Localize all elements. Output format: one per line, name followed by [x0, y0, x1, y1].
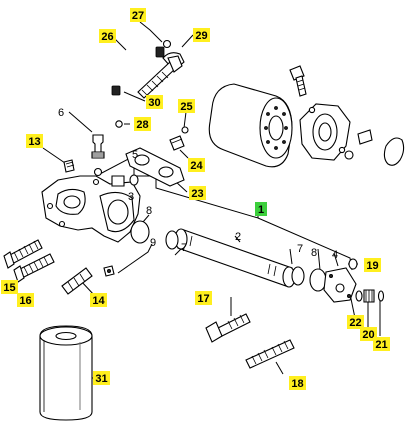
callout-21: 21	[373, 337, 390, 351]
callout-24: 24	[188, 158, 205, 172]
part-8-oring-left	[130, 220, 150, 244]
part-14-stud	[61, 267, 93, 295]
svg-text:9: 9	[150, 237, 156, 249]
part-4-end-cap	[323, 267, 357, 303]
part-28-washer	[115, 120, 123, 128]
callout-26: 26	[99, 29, 116, 43]
svg-text:1: 1	[258, 204, 264, 216]
svg-text:5: 5	[132, 149, 138, 161]
svg-text:13: 13	[28, 136, 40, 148]
callout-6: 6	[58, 107, 64, 119]
svg-text:8: 8	[311, 247, 317, 259]
svg-text:19: 19	[366, 260, 378, 272]
part-18-stud	[245, 339, 295, 369]
callout-8-right: 8	[311, 247, 317, 259]
svg-text:21: 21	[375, 339, 387, 351]
callout-23: 23	[189, 186, 206, 200]
callout-4: 4	[332, 249, 338, 261]
callout-13: 13	[26, 134, 43, 148]
svg-text:27: 27	[132, 10, 144, 22]
callout-2: 2	[235, 231, 241, 243]
part-24-bolt	[169, 135, 185, 151]
svg-text:22: 22	[349, 317, 361, 329]
callout-15: 15	[1, 280, 18, 294]
svg-text:15: 15	[3, 282, 15, 294]
callout-8-left: 8	[146, 205, 152, 217]
callout-25: 25	[178, 99, 195, 113]
callout-16: 16	[17, 293, 34, 307]
part-5-seal	[129, 174, 139, 186]
callout-3: 3	[128, 191, 134, 203]
callout-17: 17	[195, 291, 212, 305]
part-6-fitting	[91, 134, 105, 177]
svg-text:7: 7	[297, 243, 303, 255]
part-27-clip	[162, 39, 172, 49]
part-20-plug	[363, 289, 375, 303]
svg-text:28: 28	[136, 119, 148, 131]
callout-9: 9	[150, 237, 156, 249]
part-17-bolt	[205, 313, 251, 343]
callout-20: 20	[360, 327, 377, 341]
svg-text:14: 14	[92, 295, 105, 307]
svg-text:8: 8	[146, 205, 152, 217]
adapter-gasket	[383, 137, 405, 166]
callout-27: 27	[130, 8, 146, 22]
part-21-washer	[377, 290, 385, 302]
svg-text:16: 16	[19, 295, 31, 307]
svg-text:24: 24	[190, 160, 203, 172]
part-22-washer	[355, 290, 363, 302]
part-19-oring	[348, 258, 358, 270]
adapter-small-fitting	[344, 129, 373, 160]
svg-text:4: 4	[332, 249, 338, 261]
part-30-bolt	[137, 55, 183, 99]
callout-19: 19	[364, 258, 381, 272]
callout-31: 31	[93, 371, 110, 385]
svg-text:31: 31	[95, 373, 107, 385]
part-31-filter	[39, 325, 93, 421]
part-15-bolt	[3, 239, 43, 269]
callout-14: 14	[90, 293, 107, 307]
svg-text:30: 30	[148, 97, 160, 109]
svg-text:23: 23	[191, 188, 203, 200]
part-3-filter-head	[41, 175, 141, 243]
svg-text:20: 20	[362, 329, 374, 341]
part-25-washer	[181, 126, 189, 134]
part-9-screw	[103, 265, 115, 277]
part-2-cooler	[174, 228, 296, 288]
filter-cartridge-top	[208, 83, 293, 168]
callout-18: 18	[289, 376, 306, 390]
svg-text:7: 7	[181, 242, 187, 254]
filter-adapter-plate	[299, 103, 351, 161]
part-7-oring-right	[291, 266, 305, 286]
svg-text:18: 18	[291, 378, 303, 390]
callout-7-left: 7	[181, 242, 187, 254]
svg-text:3: 3	[128, 191, 134, 203]
adapter-stud	[289, 65, 307, 97]
callout-5: 5	[132, 149, 138, 161]
svg-text:29: 29	[195, 30, 207, 42]
part-13-screw	[63, 159, 75, 173]
callout-29: 29	[193, 28, 210, 42]
part-26-tube	[111, 46, 165, 96]
part-8-oring-right	[309, 268, 327, 292]
callout-28: 28	[134, 117, 151, 131]
part-16-bolt	[13, 253, 55, 283]
callout-1: 1	[255, 202, 267, 216]
callout-22: 22	[347, 315, 364, 329]
svg-text:26: 26	[101, 31, 113, 43]
svg-text:6: 6	[58, 107, 64, 119]
part-23-gasket	[125, 147, 185, 187]
callout-30: 30	[146, 95, 163, 109]
svg-text:2: 2	[235, 231, 241, 243]
svg-text:17: 17	[197, 293, 209, 305]
part-7-oring-left	[165, 230, 179, 250]
callout-7-right: 7	[297, 243, 303, 255]
svg-text:25: 25	[180, 101, 192, 113]
